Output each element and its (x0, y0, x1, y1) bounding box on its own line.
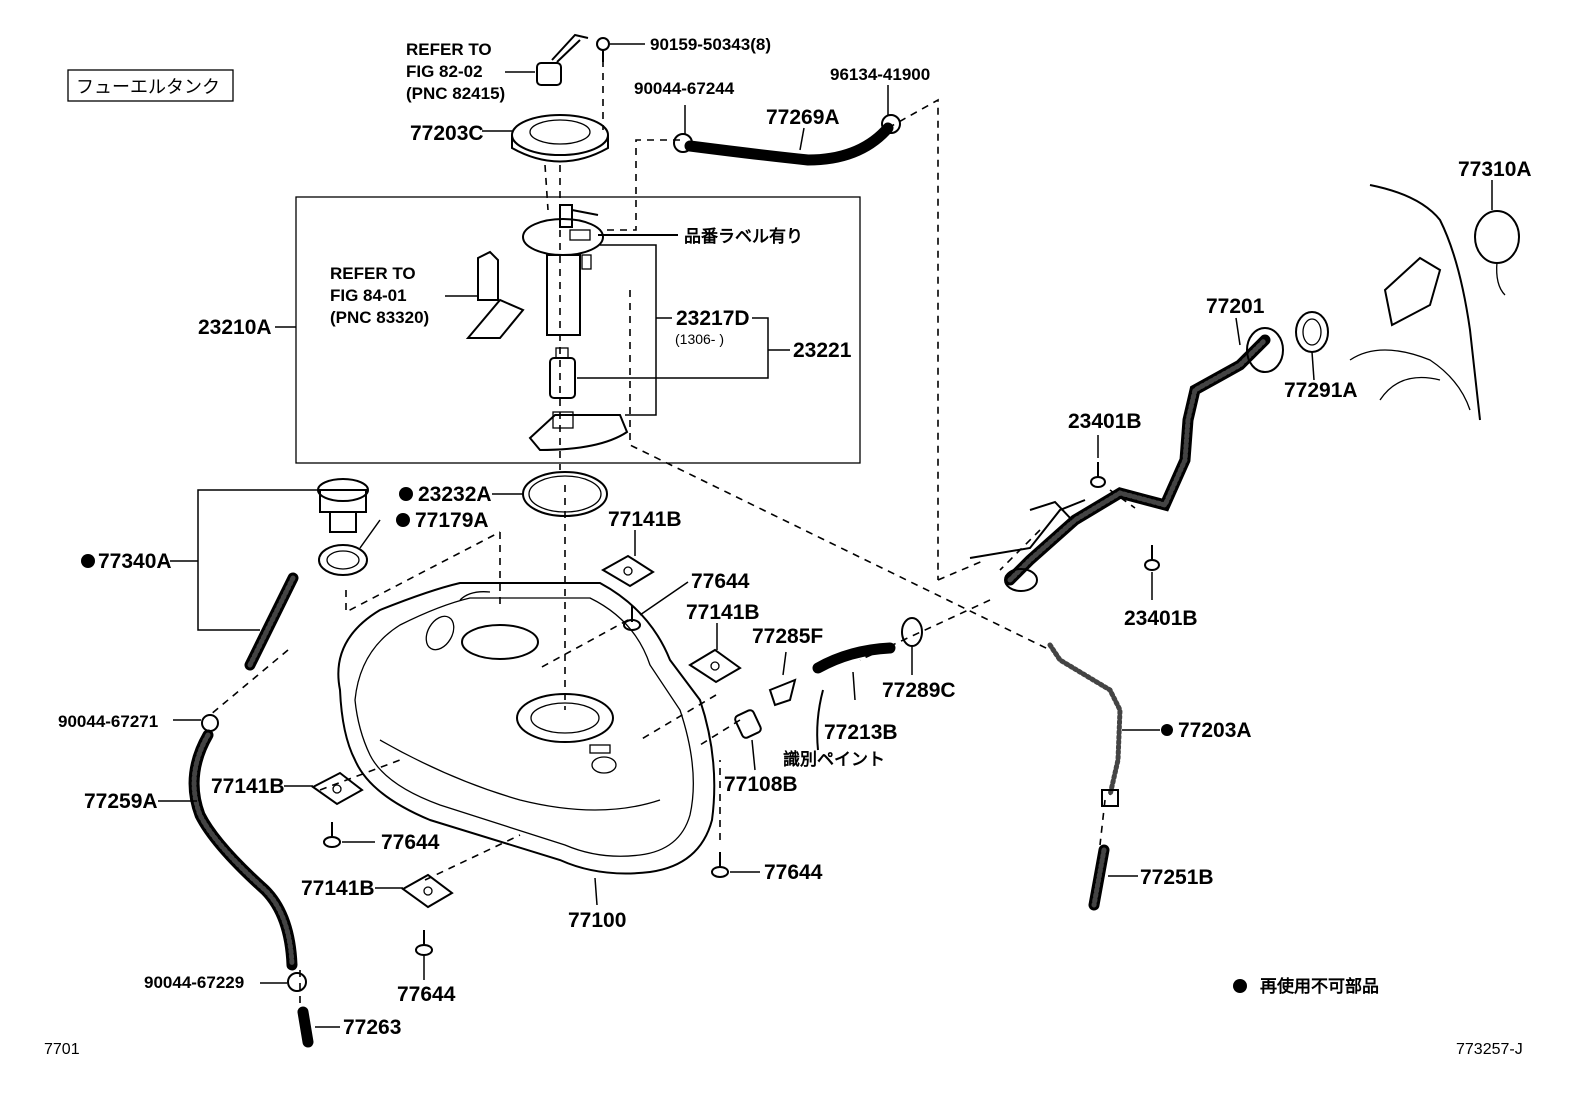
hose-77263 (297, 1006, 340, 1048)
part-77340a: 77340A (98, 550, 172, 573)
hose-77251b (1088, 844, 1138, 911)
non-reusable-dot-23232a (399, 487, 413, 501)
part-77644-4: 77644 (397, 983, 456, 1006)
part-77291a: 77291A (1284, 379, 1358, 402)
non-reusable-dot-77340a (81, 554, 95, 568)
filler-pipe-77201 (969, 317, 1284, 592)
part-77285f: 77285F (752, 625, 823, 648)
label-note: 品番ラベル有り (684, 226, 803, 246)
bracket-77141b-1 (600, 530, 655, 588)
part-23232a: 23232A (418, 483, 492, 506)
part-77203a: 77203A (1178, 719, 1252, 742)
part-90044-67271: 90044-67271 (58, 712, 158, 731)
page-code-left: 7701 (44, 1041, 80, 1058)
date-note: (1306- ) (675, 331, 724, 347)
part-77203c: 77203C (410, 122, 484, 145)
assembly-lines (209, 60, 1136, 1010)
pump-group-box (295, 196, 861, 464)
fuel-pump-module (522, 204, 790, 452)
screw-90159 (596, 37, 645, 62)
tube-77203a (1047, 642, 1173, 807)
part-77310a: 77310A (1458, 158, 1532, 181)
part-77251b: 77251B (1140, 866, 1214, 889)
fig-ref-top: REFER TO FIG 82-02 (PNC 82415) (406, 40, 505, 103)
bolt-77644-4 (415, 930, 433, 980)
clip-77285f (768, 651, 797, 707)
fig-ref-pump-line1: REFER TO (330, 264, 416, 283)
hose-77213b (812, 642, 896, 751)
breather-pipe-left (244, 572, 299, 671)
part-77141b-4: 77141B (301, 877, 375, 900)
part-77213b: 77213B (824, 721, 898, 744)
part-90044-67229: 90044-67229 (144, 973, 244, 992)
fig-ref-top-line2: FIG 82-02 (406, 62, 483, 81)
fuel-sender-connector (505, 33, 589, 86)
bracket-77141b-4 (375, 873, 454, 909)
bolt-23401b-top (1090, 435, 1106, 488)
part-77141b-1: 77141B (608, 508, 682, 531)
gasket-23232a (492, 471, 608, 517)
section-title: フューエルタンク (76, 77, 220, 97)
part-77289c: 77289C (882, 679, 956, 702)
part-77100: 77100 (568, 909, 626, 932)
legend-dot (1233, 979, 1247, 993)
legend-text: 再使用不可部品 (1260, 976, 1379, 996)
part-77179a: 77179A (415, 509, 489, 532)
page-code-right: 773257-J (1456, 1041, 1523, 1058)
part-77259a: 77259A (84, 790, 158, 813)
part-96134-41900: 96134-41900 (830, 65, 930, 84)
gasket-77291a (1295, 311, 1329, 381)
bracket-77141b-2 (688, 623, 742, 684)
part-77141b-2: 77141B (686, 601, 760, 624)
body-fuel-lid (1349, 180, 1520, 421)
part-23221: 23221 (793, 339, 852, 362)
part-77263: 77263 (343, 1016, 401, 1039)
cap-77340a (170, 478, 381, 631)
bolt-77644-2 (323, 822, 375, 848)
bolt-77644-3 (711, 852, 760, 878)
part-90044-67244: 90044-67244 (634, 79, 735, 98)
part-77108b: 77108B (724, 773, 798, 796)
part-90159-50343: 90159-50343(8) (650, 35, 771, 54)
section-title-box: フューエルタンク (67, 69, 234, 102)
paint-note: 識別ペイント (783, 749, 885, 769)
fig-ref-pump-line3: (PNC 83320) (330, 308, 429, 327)
part-77201: 77201 (1206, 295, 1265, 318)
part-77644-3: 77644 (764, 861, 823, 884)
bolt-77644-1 (623, 581, 689, 631)
fig-ref-top-line3: (PNC 82415) (406, 84, 505, 103)
clamp-77289c (901, 617, 923, 675)
bolt-23401b-bottom (1144, 545, 1160, 600)
pump-connector (445, 250, 525, 339)
cushion-77108b (734, 709, 762, 771)
part-77141b-3: 77141B (211, 775, 285, 798)
non-reusable-dot-77179a (396, 513, 410, 527)
fig-ref-pump-line2: FIG 84-01 (330, 286, 407, 305)
part-77269a: 77269A (766, 106, 840, 129)
retainer-ring-77203c (482, 114, 609, 163)
fuel-tank-77100 (337, 582, 716, 906)
part-23217d: 23217D (676, 307, 750, 330)
part-23401b-top: 23401B (1068, 410, 1142, 433)
fig-ref-pump: REFER TO FIG 84-01 (PNC 83320) (330, 264, 429, 327)
part-23401b-bottom: 23401B (1124, 607, 1198, 630)
hose-77259a (158, 714, 307, 992)
part-77644-2: 77644 (381, 831, 440, 854)
hose-77269a (673, 85, 901, 166)
fig-ref-top-line1: REFER TO (406, 40, 492, 59)
part-77644-1: 77644 (691, 570, 750, 593)
bracket-77141b-3 (284, 771, 364, 806)
part-23210a: 23210A (198, 316, 272, 339)
